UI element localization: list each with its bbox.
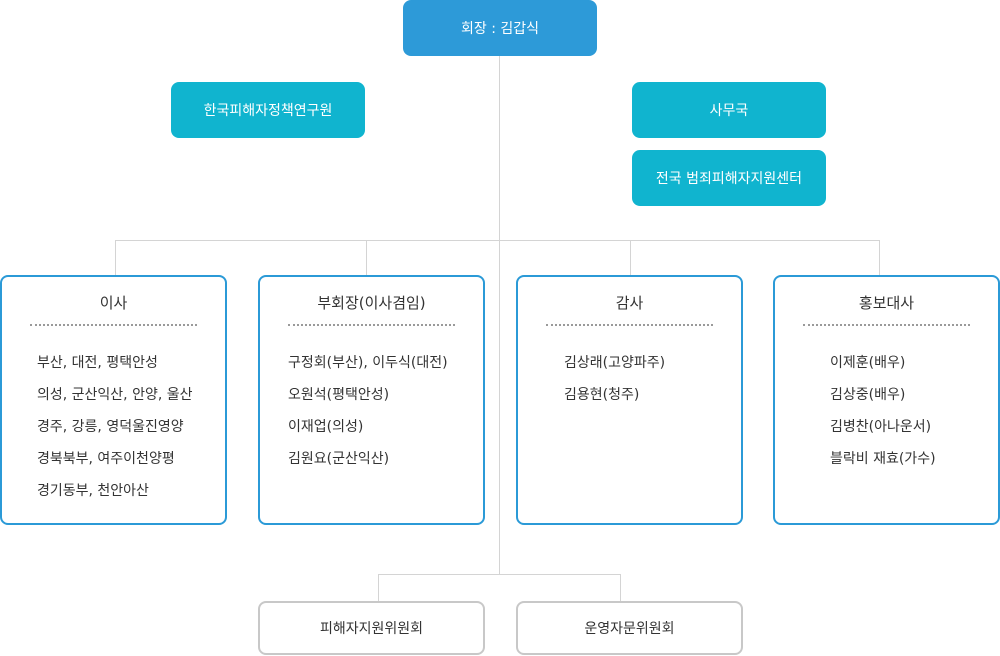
- branch-horizontal-line: [115, 240, 880, 241]
- card-title: 홍보대사: [858, 294, 915, 312]
- support-center-label: 전국 범죄피해자지원센터: [655, 171, 803, 187]
- card-title: 이사: [99, 294, 128, 312]
- support-center-box: 전국 범죄피해자지원센터: [632, 150, 826, 206]
- list-item: 경주, 강릉, 영덕울진영양: [37, 419, 184, 435]
- card-ambassadors: 홍보대사 이제훈(배우) 김상중(배우) 김병찬(아나운서) 블락비 재효(가수…: [773, 275, 1000, 525]
- dotted-divider: [30, 324, 197, 326]
- dotted-divider: [546, 324, 713, 326]
- secretariat-label: 사무국: [709, 103, 749, 119]
- head-label: 회장 : 김갑식: [460, 21, 540, 37]
- trunk-line: [499, 56, 500, 574]
- list-item: 김병찬(아나운서): [830, 419, 932, 435]
- list-item: 블락비 재효(가수): [830, 451, 936, 467]
- dotted-divider: [288, 324, 455, 326]
- card-directors: 이사 부산, 대전, 평택안성 의성, 군산익산, 안양, 울산 경주, 강릉,…: [0, 275, 227, 525]
- card-list: 부산, 대전, 평택안성 의성, 군산익산, 안양, 울산 경주, 강릉, 영덕…: [37, 347, 193, 507]
- list-item: 구정회(부산), 이두식(대전): [288, 355, 448, 371]
- list-item: 김원요(군산익산): [288, 451, 390, 467]
- list-item: 경북북부, 여주이천양평: [37, 451, 175, 467]
- list-item: 김용현(청주): [564, 387, 640, 403]
- list-item: 이제훈(배우): [830, 355, 906, 371]
- dotted-divider: [803, 324, 970, 326]
- list-item: 오원석(평택안성): [288, 387, 390, 403]
- committee-drop-2: [620, 574, 621, 601]
- list-item: 김상래(고양파주): [564, 355, 666, 371]
- card-title: 감사: [615, 294, 644, 312]
- advisory-committee-label: 운영자문위원회: [584, 621, 675, 637]
- research-institute-label: 한국피해자정책연구원: [203, 103, 333, 119]
- list-item: 경기동부, 천안아산: [37, 483, 149, 499]
- research-institute-box: 한국피해자정책연구원: [171, 82, 365, 138]
- card-list: 이제훈(배우) 김상중(배우) 김병찬(아나운서) 블락비 재효(가수): [830, 347, 936, 475]
- committee-drop-1: [378, 574, 379, 601]
- victim-support-committee-label: 피해자지원위원회: [319, 621, 424, 637]
- list-item: 김상중(배우): [830, 387, 906, 403]
- branch-drop-3: [630, 240, 631, 275]
- secretariat-box: 사무국: [632, 82, 826, 138]
- branch-drop-1: [115, 240, 116, 275]
- list-item: 이재업(의성): [288, 419, 364, 435]
- branch-drop-4: [879, 240, 880, 275]
- card-auditors: 감사 김상래(고양파주) 김용현(청주): [516, 275, 743, 525]
- victim-support-committee-box: 피해자지원위원회: [258, 601, 485, 655]
- branch-drop-2: [366, 240, 367, 275]
- list-item: 의성, 군산익산, 안양, 울산: [37, 387, 193, 403]
- card-title: 부회장(이사겸임): [317, 294, 426, 312]
- card-list: 김상래(고양파주) 김용현(청주): [564, 347, 665, 411]
- card-list: 구정회(부산), 이두식(대전) 오원석(평택안성) 이재업(의성) 김원요(군…: [288, 347, 448, 475]
- list-item: 부산, 대전, 평택안성: [37, 355, 158, 371]
- committee-horizontal-line: [378, 574, 621, 575]
- advisory-committee-box: 운영자문위원회: [516, 601, 743, 655]
- card-vice-presidents: 부회장(이사겸임) 구정회(부산), 이두식(대전) 오원석(평택안성) 이재업…: [258, 275, 485, 525]
- head-box: 회장 : 김갑식: [403, 0, 597, 56]
